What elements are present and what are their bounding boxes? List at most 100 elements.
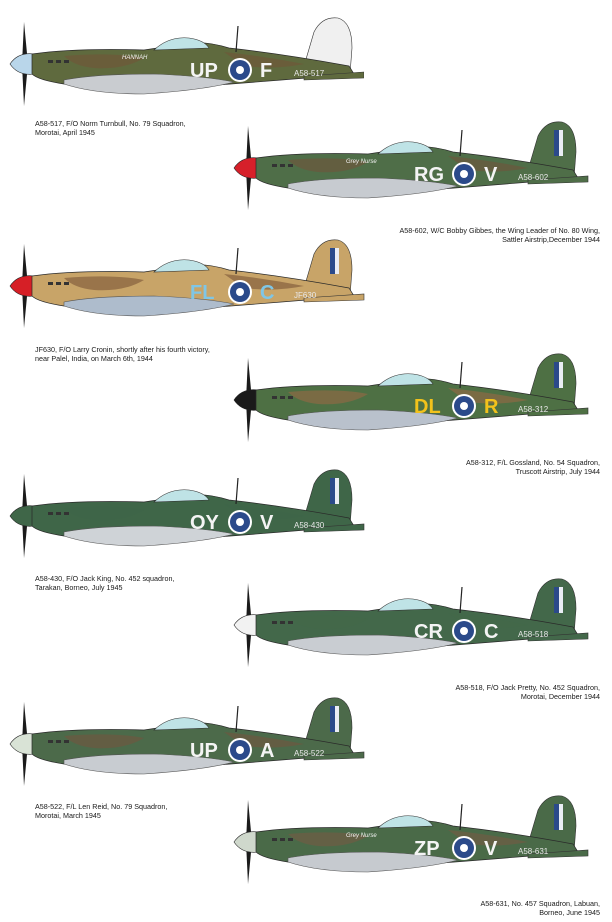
spinner	[9, 275, 35, 297]
squadron-code-left: DL	[414, 396, 441, 418]
roundel-centre	[236, 288, 244, 296]
wing-underside	[63, 73, 235, 95]
fin-flash	[554, 804, 563, 830]
exhaust-stub	[280, 164, 285, 167]
spinner	[233, 614, 259, 636]
fin-flash-white	[559, 804, 563, 830]
exhaust-stub	[64, 60, 69, 63]
squadron-code-right: V	[484, 164, 498, 186]
squadron-code-left: ZP	[414, 838, 440, 860]
exhaust-stub	[48, 60, 53, 63]
wing-underside	[63, 525, 235, 547]
spinner	[233, 831, 259, 853]
caption-jf630: JF630, F/O Larry Cronin, shortly after h…	[35, 345, 210, 363]
aircraft-serial: A58-517	[294, 69, 325, 78]
tail-plane	[527, 632, 589, 642]
roundel-centre	[236, 746, 244, 754]
aircraft-serial: A58-522	[294, 749, 325, 758]
exhaust-stub	[288, 838, 293, 841]
antenna-mast	[459, 586, 463, 614]
wing-underside	[63, 295, 235, 317]
canopy	[153, 37, 210, 51]
fin-flash	[330, 248, 339, 274]
exhaust-stub	[56, 740, 61, 743]
squadron-code-right: V	[484, 838, 498, 860]
squadron-code-left: CR	[414, 621, 443, 643]
exhaust-stub	[56, 60, 61, 63]
exhaust-stub	[272, 396, 277, 399]
caption-a58-631: A58-631, No. 457 Squadron, Labuan,Borneo…	[480, 899, 601, 917]
tail-plane	[303, 293, 365, 303]
fin-flash	[330, 478, 339, 504]
exhaust-stub	[280, 621, 285, 624]
tail-plane	[303, 523, 365, 533]
nose-art-text: HANNAH	[122, 55, 148, 61]
caption-a58-522: A58-522, F/L Len Reid, No. 79 Squadron,M…	[35, 802, 168, 820]
wing-underside	[287, 851, 459, 873]
aircraft-serial: A58-518	[518, 630, 549, 639]
fin-flash-white	[335, 248, 339, 274]
exhaust-stub	[64, 740, 69, 743]
fin-flash	[554, 130, 563, 156]
antenna-mast	[235, 477, 239, 505]
spinner	[233, 389, 259, 411]
caption-a58-430: A58-430, F/O Jack King, No. 452 squadron…	[35, 574, 175, 592]
tail-plane	[527, 407, 589, 417]
exhaust-stub	[272, 838, 277, 841]
aircraft-serial: A58-631	[518, 847, 549, 856]
squadron-code-right: R	[484, 396, 499, 418]
exhaust-stub	[56, 282, 61, 285]
antenna-mast	[235, 705, 239, 733]
roundel-centre	[460, 627, 468, 635]
tail-plane	[527, 175, 589, 185]
exhaust-stub	[64, 282, 69, 285]
antenna-mast	[235, 25, 239, 53]
caption-a58-602: A58-602, W/C Bobby Gibbes, the Wing Lead…	[399, 226, 600, 244]
fin-flash-white	[559, 587, 563, 613]
wing-underside	[287, 409, 459, 431]
spinner	[9, 505, 35, 527]
antenna-mast	[459, 129, 463, 157]
exhaust-stub	[56, 512, 61, 515]
tail-plane	[303, 751, 365, 761]
fin-flash-white	[335, 706, 339, 732]
spinner	[9, 53, 35, 75]
exhaust-stub	[288, 621, 293, 624]
fin-flash-white	[559, 362, 563, 388]
wing-underside	[63, 753, 235, 775]
exhaust-stub	[64, 512, 69, 515]
roundel-centre	[460, 402, 468, 410]
roundel-centre	[460, 844, 468, 852]
antenna-mast	[459, 361, 463, 389]
canopy	[153, 489, 210, 503]
squadron-code-right: V	[260, 512, 274, 534]
exhaust-stub	[48, 740, 53, 743]
canopy	[153, 259, 210, 273]
spinner	[9, 733, 35, 755]
exhaust-stub	[48, 512, 53, 515]
exhaust-stub	[48, 282, 53, 285]
squadron-code-right: A	[260, 740, 274, 762]
exhaust-stub	[288, 164, 293, 167]
aircraft-serial: A58-602	[518, 173, 549, 182]
fin-flash-white	[335, 478, 339, 504]
tail-plane	[527, 849, 589, 859]
canopy	[377, 598, 434, 612]
exhaust-stub	[272, 164, 277, 167]
